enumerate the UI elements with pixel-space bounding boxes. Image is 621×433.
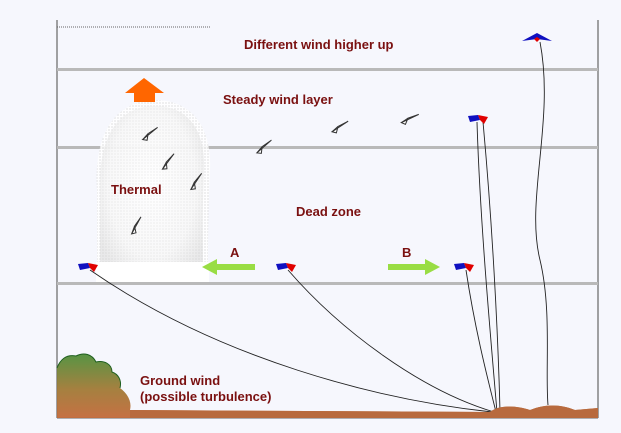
paper-plane-icon (189, 173, 203, 191)
upper-wind-label: Different wind higher up (244, 37, 394, 52)
layer-lines (57, 68, 598, 285)
marker-a-label: A (230, 245, 240, 260)
gliders (130, 113, 419, 235)
kite-icon (78, 263, 98, 272)
right-arrow-icon (388, 259, 440, 275)
kite-icon (276, 263, 296, 272)
paper-plane-icon (330, 120, 349, 134)
kite-line-e (482, 121, 501, 413)
kite-icon (522, 33, 552, 42)
thermal-column (96, 99, 211, 282)
ground (56, 353, 598, 418)
marker-b-label: B (402, 245, 411, 260)
kite-icon (468, 115, 488, 124)
labels: Different wind higher up Steady wind lay… (111, 37, 411, 404)
kite-line-f (535, 41, 549, 406)
ground-wind-sublabel: (possible turbulence) (140, 389, 271, 404)
ground-wind-label: Ground wind (140, 373, 220, 388)
middle-layer-line (57, 146, 598, 149)
kite-icon (454, 263, 474, 272)
paper-plane-icon (161, 153, 175, 170)
kite-line-a (89, 269, 493, 413)
kites (78, 33, 552, 272)
up-arrow-icon (125, 78, 164, 102)
lower-layer-line (57, 282, 598, 285)
kite-lines (89, 41, 549, 413)
thermal-label: Thermal (111, 182, 162, 197)
kite-line-d (476, 121, 498, 413)
paper-plane-icon (141, 126, 158, 141)
steady-layer-label: Steady wind layer (223, 92, 333, 107)
paper-plane-icon (130, 216, 142, 235)
upper-layer-line (57, 68, 598, 71)
left-arrow-icon (202, 259, 255, 275)
paper-plane-icon (400, 113, 419, 125)
kite-line-c (465, 269, 497, 413)
kite-line-b (287, 269, 495, 413)
dead-zone-label: Dead zone (296, 204, 361, 219)
paper-plane-icon (255, 139, 272, 154)
